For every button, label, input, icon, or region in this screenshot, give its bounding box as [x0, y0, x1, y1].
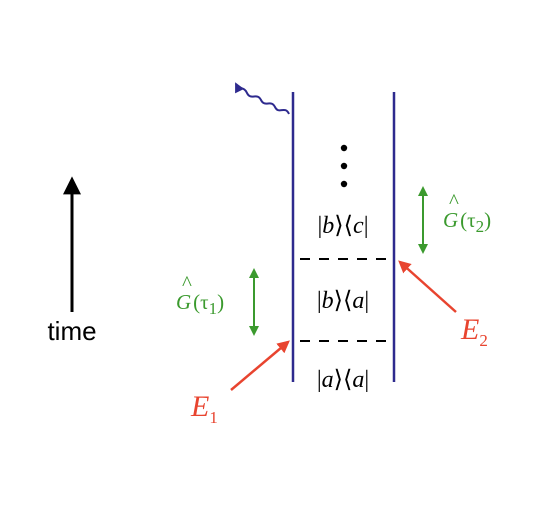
- propagator-tau1-hat: ^: [182, 271, 192, 295]
- propagator-tau2-label: G(τ2): [443, 208, 491, 236]
- time-axis: time: [47, 176, 97, 346]
- dot: [340, 180, 348, 188]
- field-e1-label: E1: [190, 390, 218, 427]
- dot: [340, 162, 348, 170]
- field-e2-label: E2: [460, 313, 488, 350]
- density-state-middle: |b⟩⟨a|: [317, 288, 369, 314]
- density-state-top: |b⟩⟨c|: [317, 213, 368, 239]
- wavy-arrow-icon: [235, 82, 290, 115]
- propagator-tau2-hat: ^: [449, 189, 459, 213]
- field-arrow-icon: [230, 340, 290, 391]
- field-arrow-icon: [398, 260, 457, 313]
- field-e2: E2: [398, 260, 488, 350]
- propagator-tau2: ^ G(τ2): [418, 186, 491, 254]
- density-state-bottom: |a⟩⟨a|: [317, 367, 369, 393]
- propagator-tau1: ^ G(τ1): [176, 268, 259, 336]
- propagator-tau1-label: G(τ1): [176, 290, 224, 318]
- dot: [340, 144, 348, 152]
- field-e1: E1: [190, 340, 290, 427]
- continuation-dots: [340, 144, 348, 188]
- time-label: time: [47, 316, 96, 346]
